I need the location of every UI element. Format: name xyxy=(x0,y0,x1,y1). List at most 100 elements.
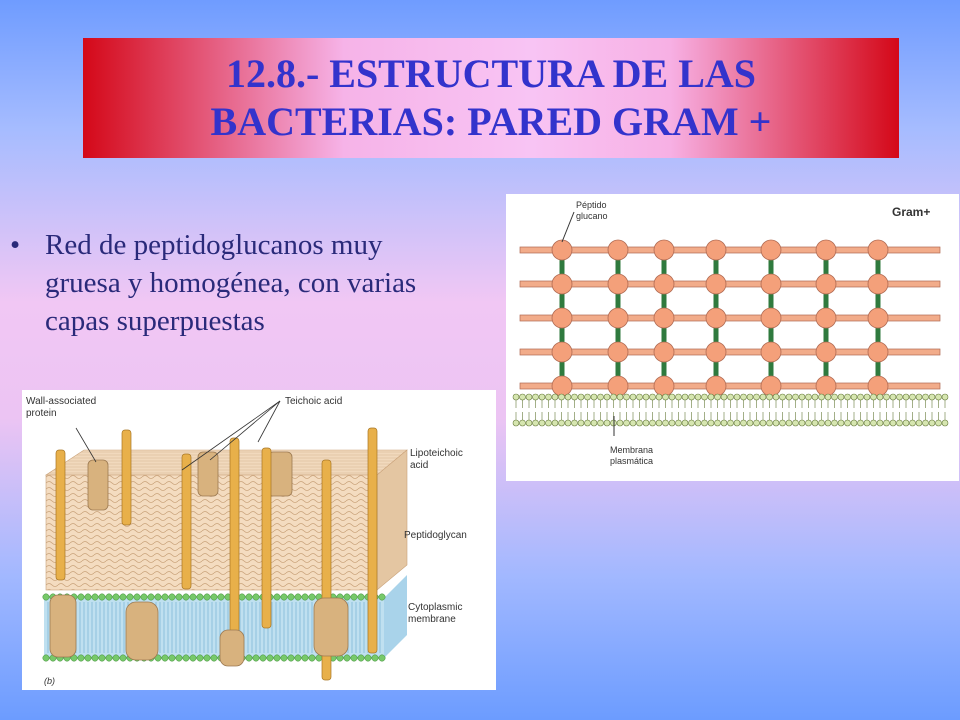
lipid-head xyxy=(551,419,559,427)
lipid-head xyxy=(161,593,169,601)
lipid-head xyxy=(824,393,832,401)
panel-label: (b) xyxy=(44,676,55,686)
teichoic-strand xyxy=(121,429,132,526)
lipid-head xyxy=(175,593,183,601)
lipid-head xyxy=(343,593,351,601)
lipid-head xyxy=(538,419,546,427)
wall-protein-pointer xyxy=(75,427,97,463)
lipid-head xyxy=(168,654,176,662)
teichoic-strand xyxy=(181,453,192,590)
bullet-text: Red de peptidoglucanos muy gruesa y homo… xyxy=(45,229,417,337)
lipid-head xyxy=(694,393,702,401)
lipid-head xyxy=(863,393,871,401)
lipid-head xyxy=(850,393,858,401)
wall-3d-diagram: Wall-associated protein Teichoic acid Li… xyxy=(26,396,467,686)
lipid-head xyxy=(785,419,793,427)
lipid-head xyxy=(84,593,92,601)
lattice-node xyxy=(705,375,727,397)
lipid-head xyxy=(714,419,721,427)
lattice-node xyxy=(760,307,782,329)
label-membrane: membrane xyxy=(408,614,456,625)
teichoic-strand xyxy=(261,447,272,629)
teichoic-pointer-3 xyxy=(257,400,281,443)
lipid-head xyxy=(844,393,851,401)
lipid-head xyxy=(811,419,819,427)
lipid-head xyxy=(168,593,176,601)
lipid-head xyxy=(378,593,386,601)
lipid-head xyxy=(876,393,884,401)
lipid-head xyxy=(688,419,695,427)
lipid-head xyxy=(512,393,520,401)
lattice-node xyxy=(551,273,573,295)
lipid-head xyxy=(519,393,526,401)
lipid-head xyxy=(766,393,773,401)
membrane-protein-2 xyxy=(125,601,159,661)
lipid-head xyxy=(105,593,113,601)
lipid-head xyxy=(655,419,663,427)
lattice-node xyxy=(551,239,573,261)
peptidoglycan-side-face xyxy=(376,449,408,591)
lipid-head xyxy=(77,593,85,601)
lipid-head xyxy=(772,419,780,427)
lipid-head xyxy=(294,654,302,662)
lipid-head xyxy=(519,419,526,427)
lipid-head xyxy=(649,393,656,401)
lipid-head xyxy=(720,419,728,427)
slide-title-line-1: 12.8.- ESTRUCTURA DE LAS xyxy=(225,51,757,96)
lipid-head xyxy=(119,593,127,601)
lipid-head xyxy=(883,419,890,427)
label-peptido: Péptido xyxy=(576,200,607,210)
lipid-head xyxy=(675,419,682,427)
lipid-head xyxy=(681,393,689,401)
lipid-head xyxy=(558,419,565,427)
lipid-head xyxy=(805,419,812,427)
lipid-head xyxy=(350,654,358,662)
lipid-head xyxy=(203,593,211,601)
lipid-head xyxy=(798,393,806,401)
lipid-head xyxy=(623,393,630,401)
lipid-head xyxy=(928,419,936,427)
lipid-head xyxy=(252,593,260,601)
lipid-head xyxy=(922,419,929,427)
lipid-head xyxy=(668,393,676,401)
lipid-head xyxy=(785,393,793,401)
lipid-head xyxy=(896,393,903,401)
plasma-membrane-bilayer xyxy=(512,393,949,427)
lipid-head xyxy=(889,393,897,401)
lipid-head xyxy=(792,419,799,427)
lipid-head xyxy=(714,393,721,401)
lipid-head xyxy=(564,393,572,401)
lipid-head xyxy=(740,419,747,427)
lipid-head xyxy=(280,593,288,601)
lipid-head xyxy=(133,593,141,601)
lipid-head xyxy=(77,654,85,662)
lattice-node xyxy=(705,307,727,329)
lipid-head xyxy=(210,593,218,601)
lattice-node xyxy=(705,239,727,261)
lipid-head xyxy=(766,419,773,427)
lipid-head xyxy=(308,654,316,662)
lipid-head xyxy=(636,393,643,401)
lipid-head xyxy=(189,593,197,601)
lipid-head xyxy=(266,654,274,662)
lattice-node xyxy=(815,239,837,261)
lipid-head xyxy=(584,393,591,401)
label-peptidoglycan: Peptidoglycan xyxy=(404,530,467,541)
lipid-head xyxy=(577,419,585,427)
lipid-head xyxy=(727,393,734,401)
lipid-head xyxy=(610,393,617,401)
label-membrana: Membrana xyxy=(610,445,653,455)
label-plasmatica: plasmática xyxy=(610,456,653,466)
lattice-node xyxy=(705,273,727,295)
lipid-head xyxy=(629,393,637,401)
lipid-head xyxy=(105,654,113,662)
lipid-head xyxy=(831,419,838,427)
lipid-head xyxy=(603,419,611,427)
lipid-head xyxy=(273,593,281,601)
wall-protein-1 xyxy=(87,459,109,511)
lattice-node xyxy=(607,307,629,329)
lipid-head xyxy=(371,654,379,662)
lattice-node xyxy=(867,341,889,363)
lattice-node xyxy=(760,239,782,261)
peptidoglycan-lattice xyxy=(519,239,941,397)
